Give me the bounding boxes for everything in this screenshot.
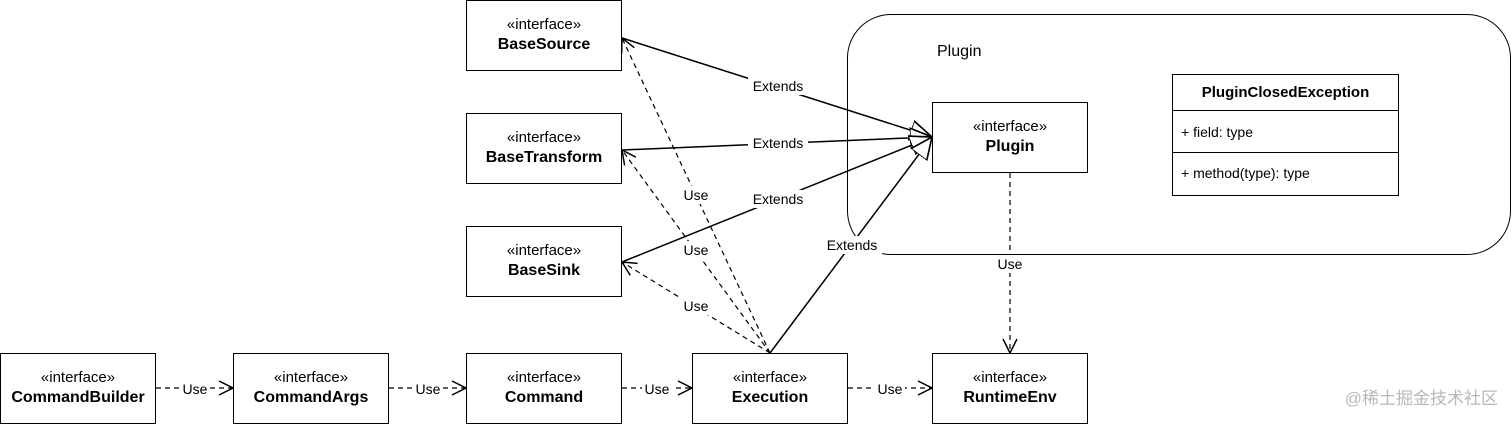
extends-label-sink: Extends bbox=[748, 190, 808, 208]
node-name: Plugin bbox=[985, 138, 1035, 155]
node-name: BaseTransform bbox=[485, 149, 603, 166]
svg-text:Extends: Extends bbox=[753, 78, 804, 94]
node-name: BaseSink bbox=[507, 262, 581, 279]
runtime-env-node[interactable]: «interface» RuntimeEnv bbox=[932, 353, 1088, 424]
execution-node[interactable]: «interface» Execution bbox=[692, 353, 848, 424]
svg-text:Use: Use bbox=[684, 242, 709, 258]
base-source-node[interactable]: «interface» BaseSource bbox=[466, 0, 622, 71]
plugin-node[interactable]: «interface» Plugin bbox=[932, 102, 1088, 173]
stereotype-label: «interface» bbox=[40, 369, 116, 386]
node-name: CommandArgs bbox=[253, 389, 369, 406]
svg-text:Use: Use bbox=[684, 298, 709, 314]
plugin-closed-exception-class[interactable]: PluginClosedException + field: type + me… bbox=[1172, 74, 1399, 196]
command-args-node[interactable]: «interface» CommandArgs bbox=[233, 353, 389, 424]
stereotype-label: «interface» bbox=[732, 369, 808, 386]
stereotype-label: «interface» bbox=[506, 16, 582, 33]
extends-label-transform: Extends bbox=[748, 134, 808, 152]
command-node[interactable]: «interface» Command bbox=[466, 353, 622, 424]
use-label-execution-runtime: Use bbox=[875, 380, 905, 398]
svg-text:Extends: Extends bbox=[827, 237, 878, 253]
plugin-package-title: Plugin bbox=[937, 43, 982, 60]
extends-label-execution: Extends bbox=[822, 236, 882, 254]
svg-text:Use: Use bbox=[183, 381, 208, 397]
base-transform-node[interactable]: «interface» BaseTransform bbox=[466, 113, 622, 184]
watermark: @稀土掘金技术社区 bbox=[1344, 389, 1498, 408]
node-name: BaseSource bbox=[497, 36, 591, 53]
node-name: Execution bbox=[731, 389, 809, 406]
stereotype-label: «interface» bbox=[972, 118, 1048, 135]
stereotype-label: «interface» bbox=[506, 242, 582, 259]
class-method: + method(type): type bbox=[1181, 165, 1310, 181]
use-label-command-execution: Use bbox=[642, 380, 672, 398]
use-label-transform: Use bbox=[681, 241, 711, 259]
node-name: Command bbox=[504, 389, 584, 406]
node-name: CommandBuilder bbox=[11, 389, 145, 406]
base-sink-node[interactable]: «interface» BaseSink bbox=[466, 226, 622, 297]
svg-text:Use: Use bbox=[998, 256, 1023, 272]
use-label-sink: Use bbox=[681, 297, 711, 315]
svg-text:Use: Use bbox=[684, 187, 709, 203]
use-label-source: Use bbox=[681, 186, 711, 204]
use-label-builder-args: Use bbox=[180, 380, 210, 398]
stereotype-label: «interface» bbox=[506, 369, 582, 386]
svg-text:Use: Use bbox=[878, 381, 903, 397]
class-attribute: + field: type bbox=[1173, 111, 1398, 153]
use-edge-execution-sink bbox=[622, 262, 771, 354]
extends-label-source: Extends bbox=[748, 77, 808, 95]
stereotype-label: «interface» bbox=[273, 369, 349, 386]
svg-text:Use: Use bbox=[645, 381, 670, 397]
use-label-plugin-runtime: Use bbox=[995, 255, 1025, 273]
command-builder-node[interactable]: «interface» CommandBuilder bbox=[0, 353, 156, 424]
node-name: RuntimeEnv bbox=[963, 389, 1057, 406]
svg-text:Use: Use bbox=[416, 381, 441, 397]
svg-text:Extends: Extends bbox=[753, 135, 804, 151]
stereotype-label: «interface» bbox=[972, 369, 1048, 386]
class-name: PluginClosedException bbox=[1173, 75, 1398, 111]
use-label-args-command: Use bbox=[413, 380, 443, 398]
stereotype-label: «interface» bbox=[506, 129, 582, 146]
use-edge-execution-transform bbox=[622, 150, 771, 354]
svg-text:Extends: Extends bbox=[753, 191, 804, 207]
